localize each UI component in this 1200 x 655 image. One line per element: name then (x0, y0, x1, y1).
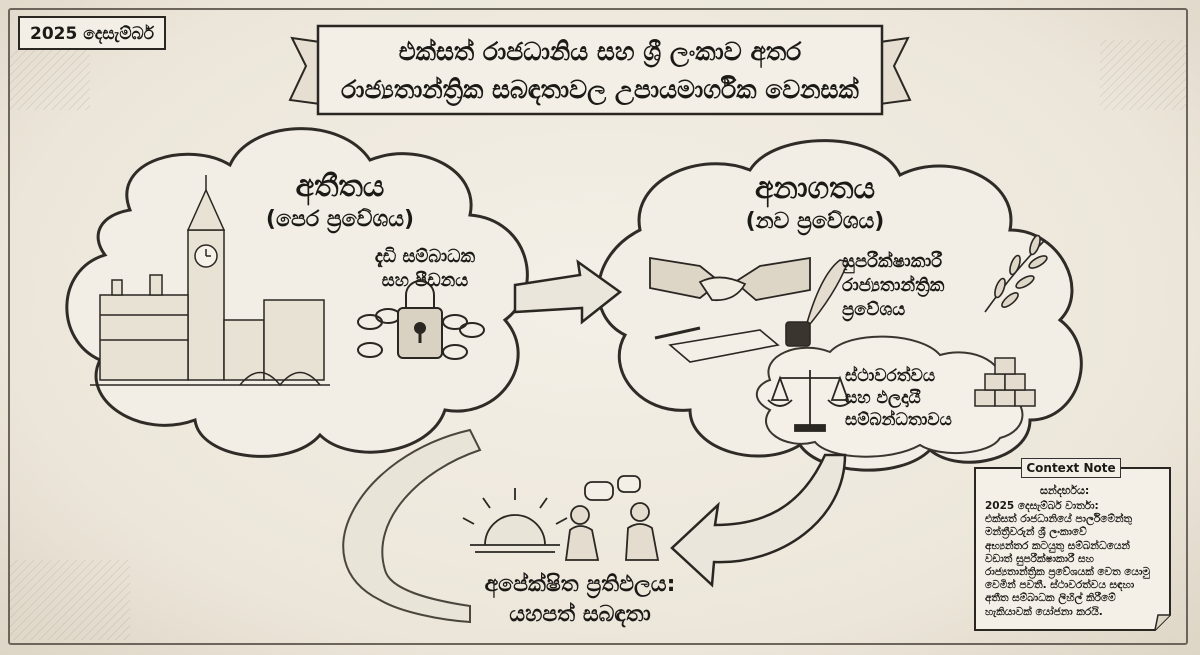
future-heading-block: අනාගතය (නව ප්‍රවේශය) (715, 170, 915, 236)
handshake-icon (649, 256, 811, 302)
page-title: එක්සත් රාජධානිය සහ ශ්‍රී ලංකාව අතර රාජ්‍… (330, 33, 870, 109)
swoosh-trail (342, 428, 482, 624)
quill-inkpot-icon (654, 259, 850, 363)
title-line-2: රාජ්‍යතාන්ත්‍රික සබඳතාවල උපායමාර්ගික වෙන… (341, 75, 859, 104)
title-line-1: එක්සත් රාජධානිය සහ ශ්‍රී ලංකාව අතර (398, 37, 802, 66)
note-line: හැකියාවක් යෝජනා කරයි. (985, 605, 1103, 618)
past-label: දැඩි සම්බාධක සහ පීඩනය (350, 245, 500, 293)
date-badge: 2025 දෙසැම්බර් (18, 16, 166, 50)
future-label-stability: ස්ථාවරත්වය සහ ඵලදායී සම්බන්ධතාවය (845, 365, 985, 431)
sketch-frame (8, 8, 1188, 645)
past-heading-block: අතීතය (පෙර ප්‍රවේශය) (240, 168, 440, 234)
past-label-line-1: දැඩි සම්බාධක (374, 246, 476, 267)
sunrise-icon (462, 488, 568, 553)
context-note-body: 2025 දෙසැම්බර් වාර්තා: එක්සත් රාජධානියේ … (985, 500, 1155, 619)
note-line: එක්සත් රාජධානියේ පාර්ලිමේන්තු (985, 513, 1133, 526)
future-label-2-line-2: සහ ඵලදායී (845, 388, 921, 408)
note-line: වෙමින් පවතී. ස්ථාවරත්වය සඳහා (985, 579, 1135, 592)
outcome-block: අපේක්ෂිත ප්‍රතිඵලය: යහපත් සබඳතා (440, 570, 720, 630)
people-talking-icon (564, 475, 660, 561)
past-subheading: (පෙර ප්‍රවේශය) (265, 207, 415, 232)
note-line: වඩාත් සුපරීක්ෂාකාරී සහ (985, 552, 1094, 565)
future-heading: අනාගතය (754, 171, 876, 206)
corner-hatching (10, 40, 1186, 640)
transition-arrow (513, 259, 623, 325)
big-ben-icon (90, 175, 330, 387)
future-label-approach: සුපරීක්ෂාකාරී රාජ්‍යතාන්ත්‍රික ප්‍රවේශය (842, 250, 992, 322)
scales-icon (767, 370, 853, 432)
future-label-1-line-2: රාජ්‍යතාන්ත්‍රික (842, 275, 945, 296)
note-line: රාජ්‍යතාන්ත්‍රික ප්‍රවේශයක් වෙත යොමු (985, 566, 1150, 579)
note-line: මන්ත්‍රීවරුන් ශ්‍රී ලංකාවේ (985, 526, 1087, 539)
note-line: අභ්‍යන්තර කටයුතු සම්බන්ධයෙන් (985, 539, 1130, 552)
past-heading: අතීතය (295, 169, 385, 204)
context-note-label: සන්දර්භය: (1040, 484, 1090, 497)
future-subheading: (නව ප්‍රවේශය) (745, 209, 885, 234)
context-note-title: Context Note (1021, 458, 1121, 478)
future-label-2-line-1: ස්ථාවරත්වය (845, 366, 936, 386)
future-label-2-line-3: සම්බන්ධතාවය (845, 410, 952, 430)
note-line: 2025 දෙසැම්බර් වාර්තා: (985, 500, 1099, 512)
olive-branch-icon (984, 234, 1048, 313)
outcome-line-1: අපේක්ෂිත ප්‍රතිඵලය: (484, 572, 676, 597)
outcome-line-2: යහපත් සබඳතා (509, 602, 651, 627)
context-note-paper (974, 467, 1171, 631)
future-label-1-line-1: සුපරීක්ෂාකාරී (842, 251, 943, 272)
future-label-1-line-3: ප්‍රවේශය (842, 299, 906, 320)
outcome-arrow (670, 453, 847, 588)
past-label-line-2: සහ පීඩනය (381, 270, 469, 291)
padlock-chain-icon (357, 280, 485, 360)
title-banner (288, 24, 912, 116)
note-line: අතීත සම්බාධක ලිහිල් කිරීමේ (985, 592, 1116, 605)
blocks-icon (974, 357, 1036, 407)
